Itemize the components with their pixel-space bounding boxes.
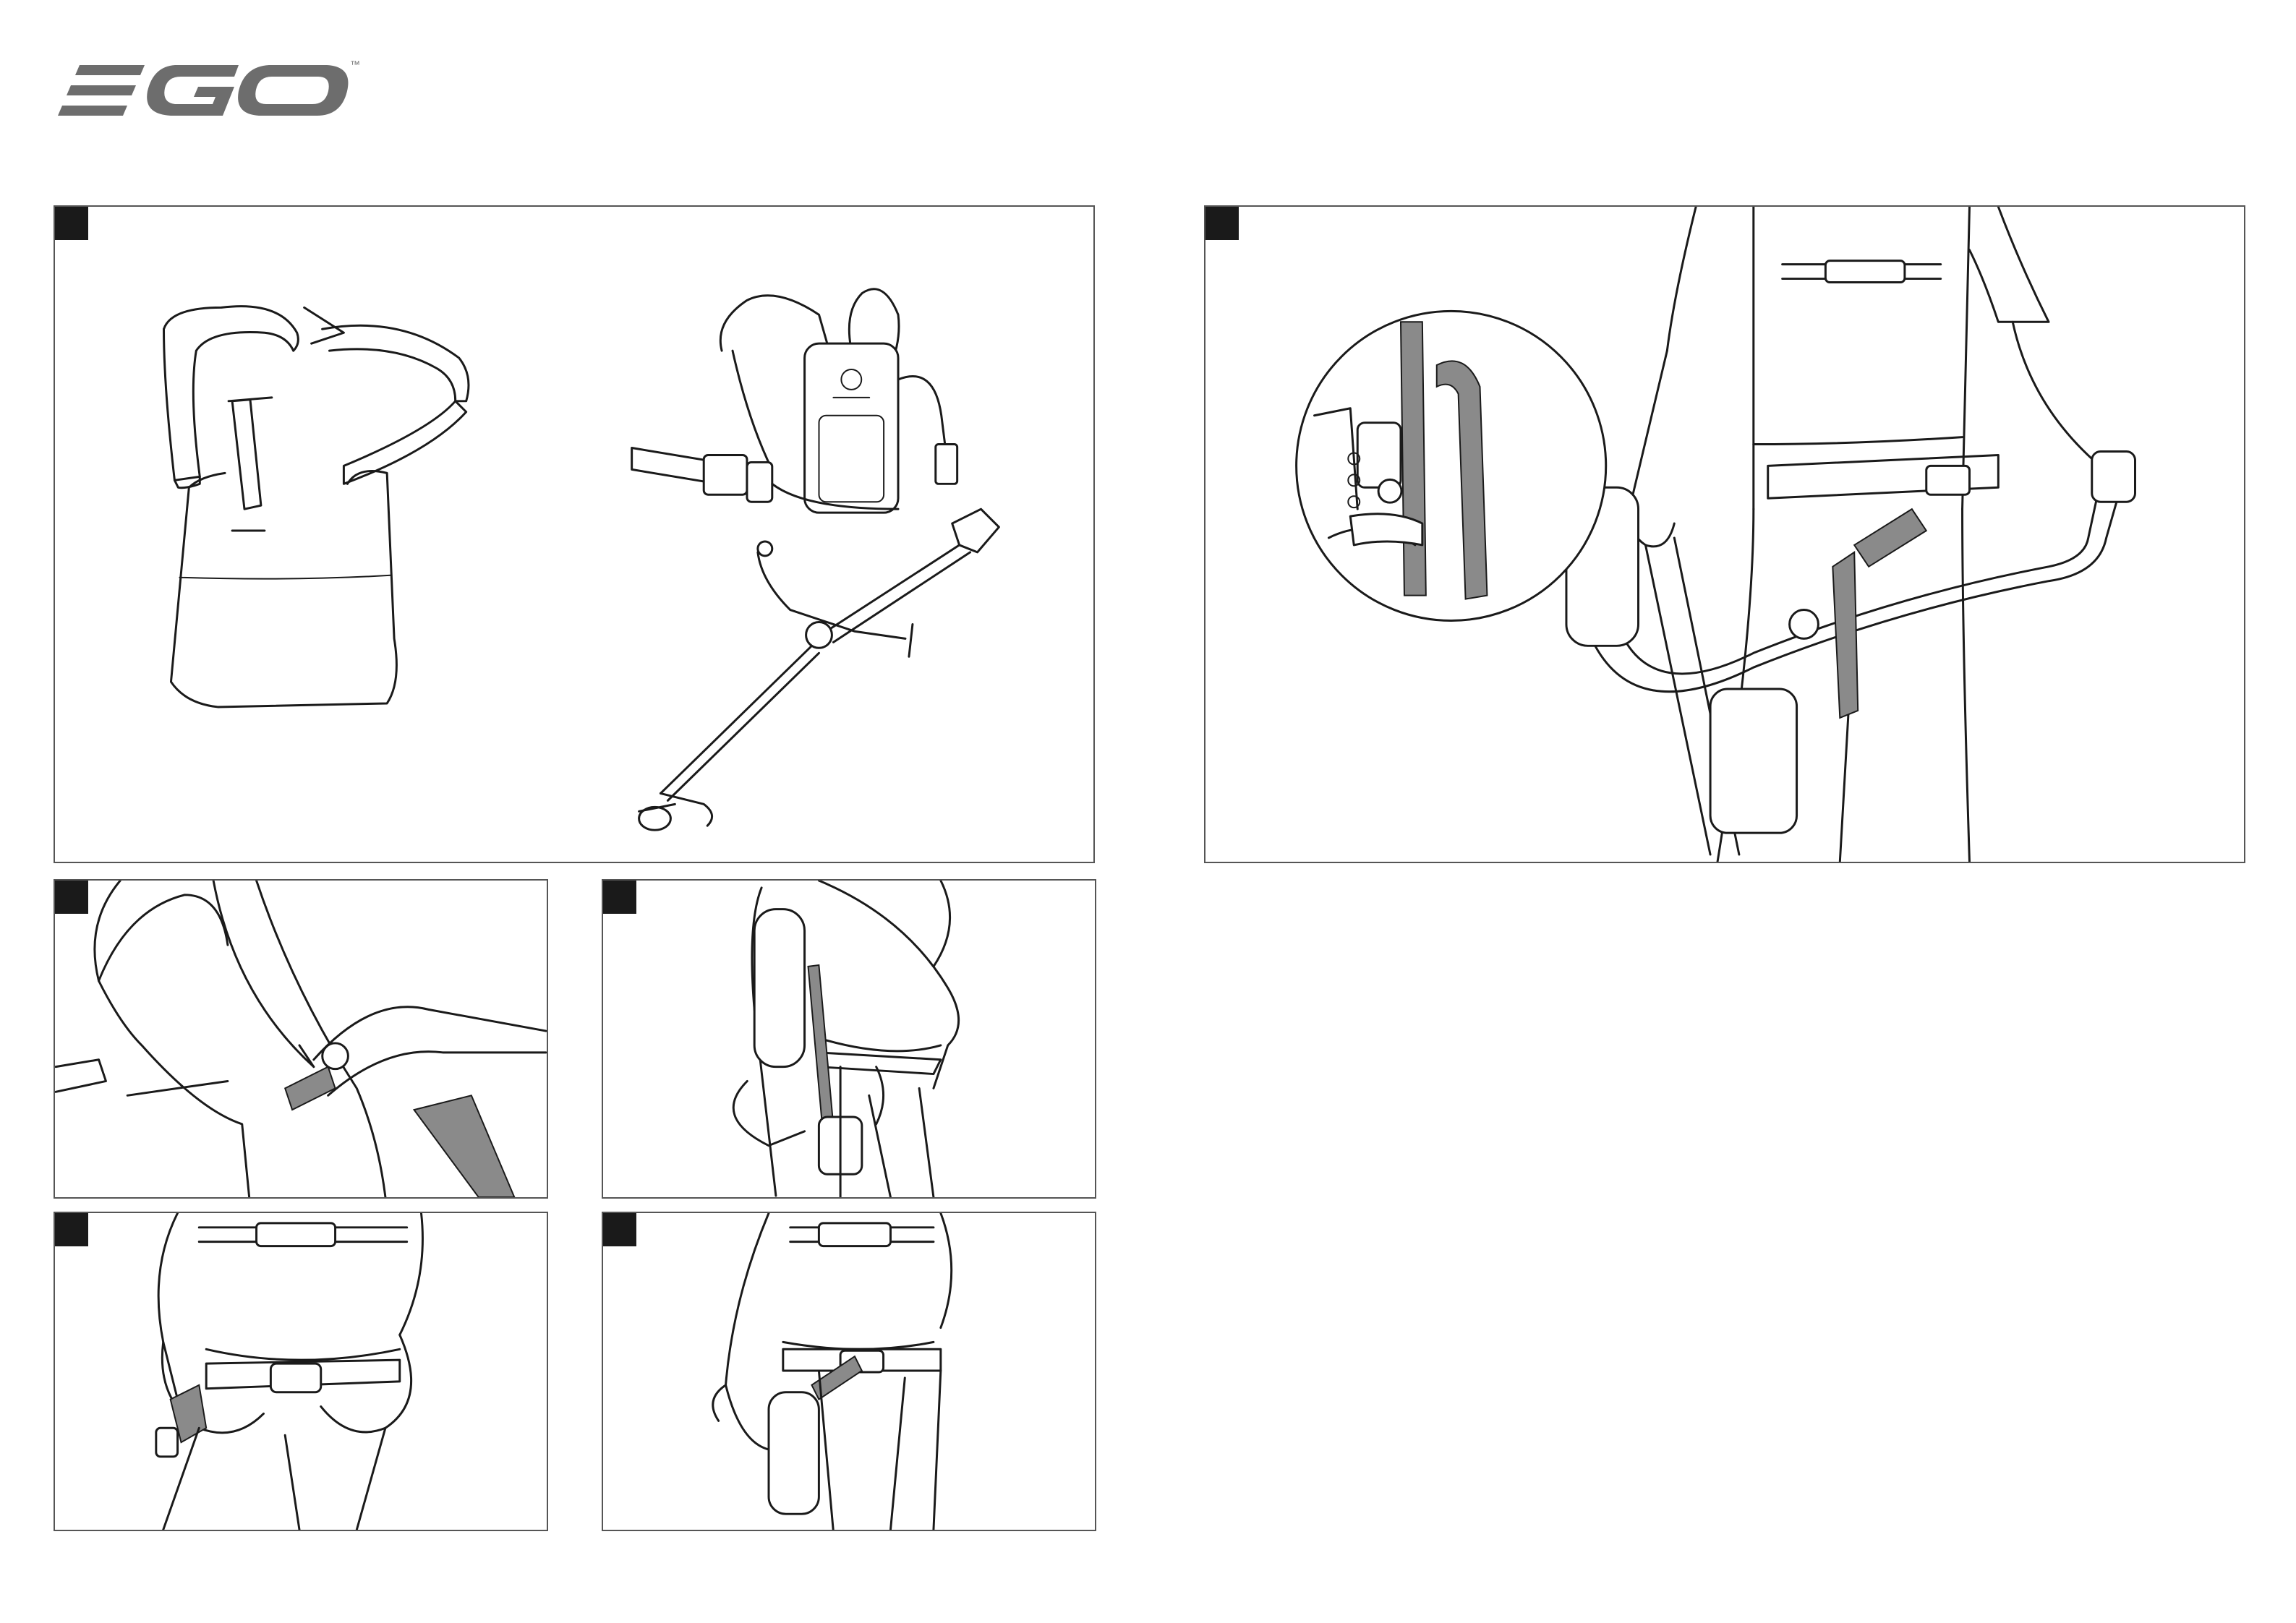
- panel-parts-overview: [54, 205, 1095, 863]
- backpack-harness-drawing: [632, 289, 957, 513]
- ego-logo: ™: [52, 52, 363, 124]
- trademark-symbol: ™: [350, 59, 360, 70]
- panel-fasten-waist-buckle: [54, 1212, 548, 1531]
- operator-illustration: [1205, 207, 2244, 862]
- panel-attach-strap-clip: [54, 879, 548, 1199]
- ego-logo-icon: ™: [52, 52, 363, 124]
- panel-operator-wearing-trimmer: [1204, 205, 2245, 863]
- step-marker-2: [1205, 207, 1239, 240]
- side-view-illustration: [603, 881, 1095, 1197]
- waist-buckle-illustration: [55, 1213, 547, 1530]
- panel-front-view-bag-attached: [602, 1212, 1096, 1531]
- brush-trimmer-drawing: [639, 509, 999, 830]
- step-marker-1: [55, 207, 88, 240]
- strap-clip-illustration: [55, 881, 547, 1197]
- step-marker-5: [55, 1213, 88, 1246]
- step-marker-4: [603, 881, 636, 914]
- step-marker-3: [55, 881, 88, 914]
- panel-side-view-hip-clip: [602, 879, 1096, 1199]
- step-marker-6: [603, 1213, 636, 1246]
- front-view-illustration: [603, 1213, 1095, 1530]
- detail-zoom-circle: [1297, 311, 1606, 620]
- parts-illustration: [55, 207, 1093, 862]
- carry-bag-drawing: [164, 307, 469, 707]
